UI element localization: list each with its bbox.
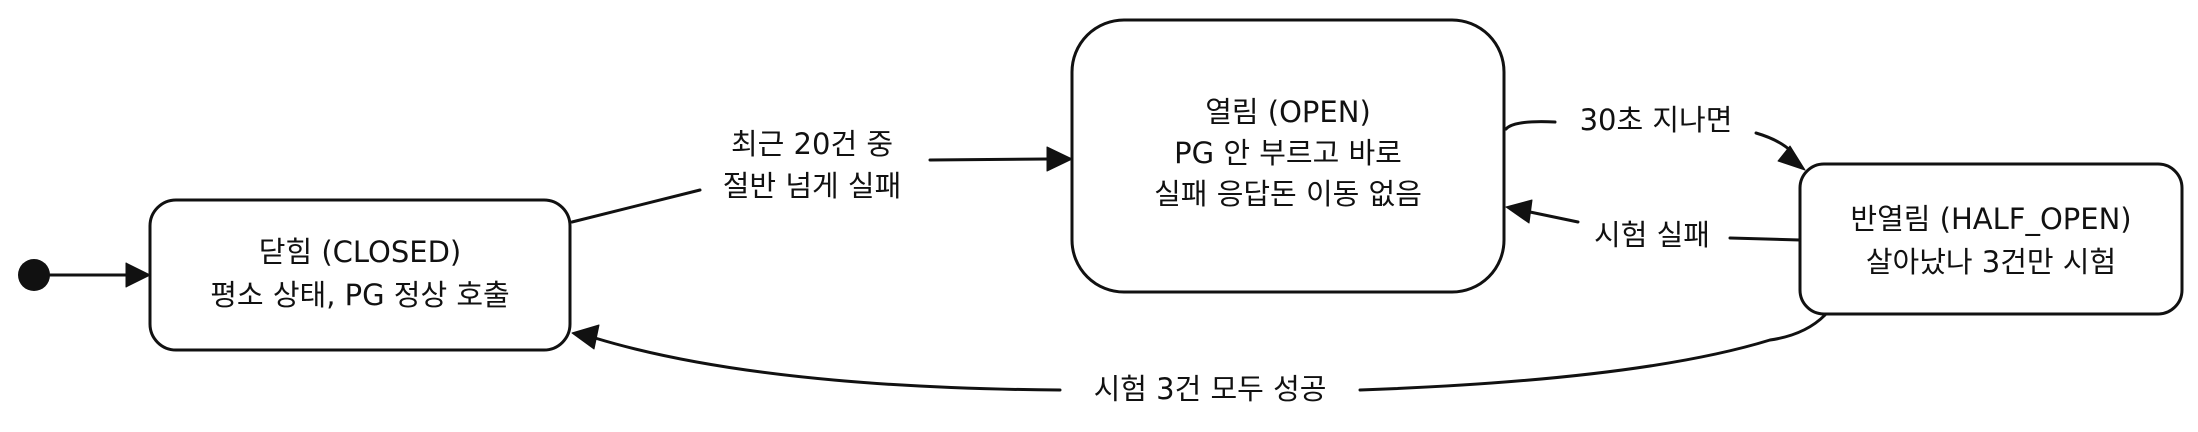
edge-closed-to-open-tail [928, 157, 1050, 162]
edge-half-open-to-open [1728, 236, 1802, 242]
initial-state-dot [18, 259, 50, 291]
state-closed-description: 평소 상태, PG 정상 호출 [210, 278, 510, 312]
state-half-open-title: 반열림 (HALF_OPEN) [1850, 202, 2131, 236]
arrowhead-closed-to-open [1046, 146, 1073, 172]
label-half-open-to-open: 시험 실패 [1594, 218, 1710, 252]
state-closed-title: 닫힘 (CLOSED) [259, 235, 461, 269]
arrowhead-initial-to-closed [125, 262, 151, 288]
edge-open-to-half-open [1504, 120, 1557, 131]
state-closed: 닫힘 (CLOSED) 평소 상태, PG 정상 호출 [148, 198, 572, 352]
state-open: 열림 (OPEN) PG 안 부르고 바로 실패 응답돈 이동 없음 [1070, 18, 1506, 294]
edge-half-open-to-open-tail [1528, 210, 1580, 224]
state-open-description-2: 실패 응답돈 이동 없음 [1154, 177, 1422, 211]
label-closed-to-open-1: 최근 20건 중 [731, 127, 893, 161]
arrowhead-open-to-half-open [1777, 145, 1806, 171]
edge-closed-to-open [570, 188, 702, 224]
state-open-title: 열림 (OPEN) [1205, 95, 1371, 129]
arrowhead-half-open-to-open [1505, 199, 1533, 224]
label-open-to-half-open: 30초 지나면 [1580, 103, 1733, 137]
arrowhead-half-open-to-closed [571, 324, 600, 350]
state-half-open: 반열림 (HALF_OPEN) 살아났나 3건만 시험 [1798, 162, 2184, 316]
state-open-description-1: PG 안 부르고 바로 [1174, 136, 1402, 170]
edge-half-open-to-closed-tail [593, 336, 1062, 392]
edge-half-open-to-closed [1358, 313, 1827, 392]
edge-open-to-half-open-tail [1754, 131, 1794, 154]
label-closed-to-open-2: 절반 넘게 실패 [723, 169, 902, 203]
label-half-open-to-closed: 시험 3건 모두 성공 [1094, 372, 1327, 406]
state-half-open-description: 살아났나 3건만 시험 [1866, 245, 2116, 279]
